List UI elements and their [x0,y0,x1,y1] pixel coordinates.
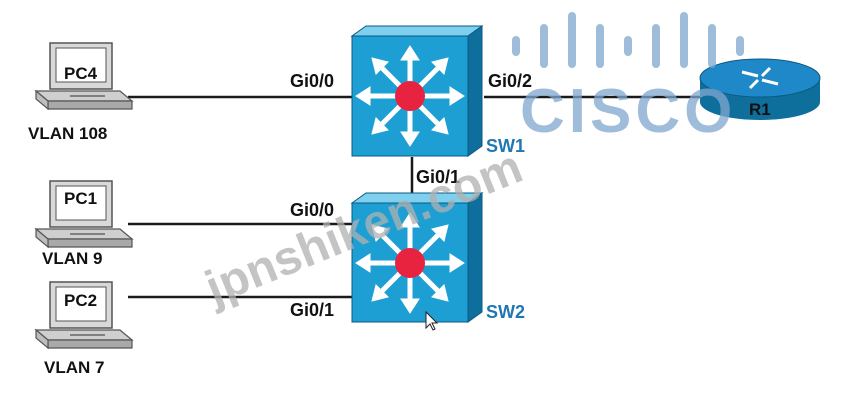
r1-label: R1 [749,100,771,119]
pc2-vlan-label: VLAN 7 [44,358,104,377]
pc1-vlan-label: VLAN 9 [42,249,102,268]
pc4-vlan-label: VLAN 108 [28,124,107,143]
cisco-logo-watermark: CISCO [512,12,744,146]
pc2-name-label: PC2 [64,291,97,310]
sw2-gi01-label: Gi0/1 [290,300,334,320]
pc4-name-label: PC4 [64,64,98,83]
pc1-name-label: PC1 [64,189,97,208]
cisco-watermark-text: CISCO [520,77,736,146]
sw2-label: SW2 [486,302,525,322]
sw1-gi02-label: Gi0/2 [488,71,532,91]
sw2-switch-icon [350,192,484,323]
mouse-cursor-icon [425,310,439,331]
pc4-computer-icon: PC4 [35,42,133,110]
pc2-computer-icon: PC2 [35,281,133,349]
r1-router-icon: R1 [699,58,821,120]
sw2-gi00-label: Gi0/0 [290,200,334,220]
sw1-label: SW1 [486,136,525,156]
sw1-switch-icon [350,25,484,157]
sw1-gi00-label: Gi0/0 [290,71,334,91]
sw1-gi01-label: Gi0/1 [416,167,460,187]
pc1-computer-icon: PC1 [35,180,133,248]
